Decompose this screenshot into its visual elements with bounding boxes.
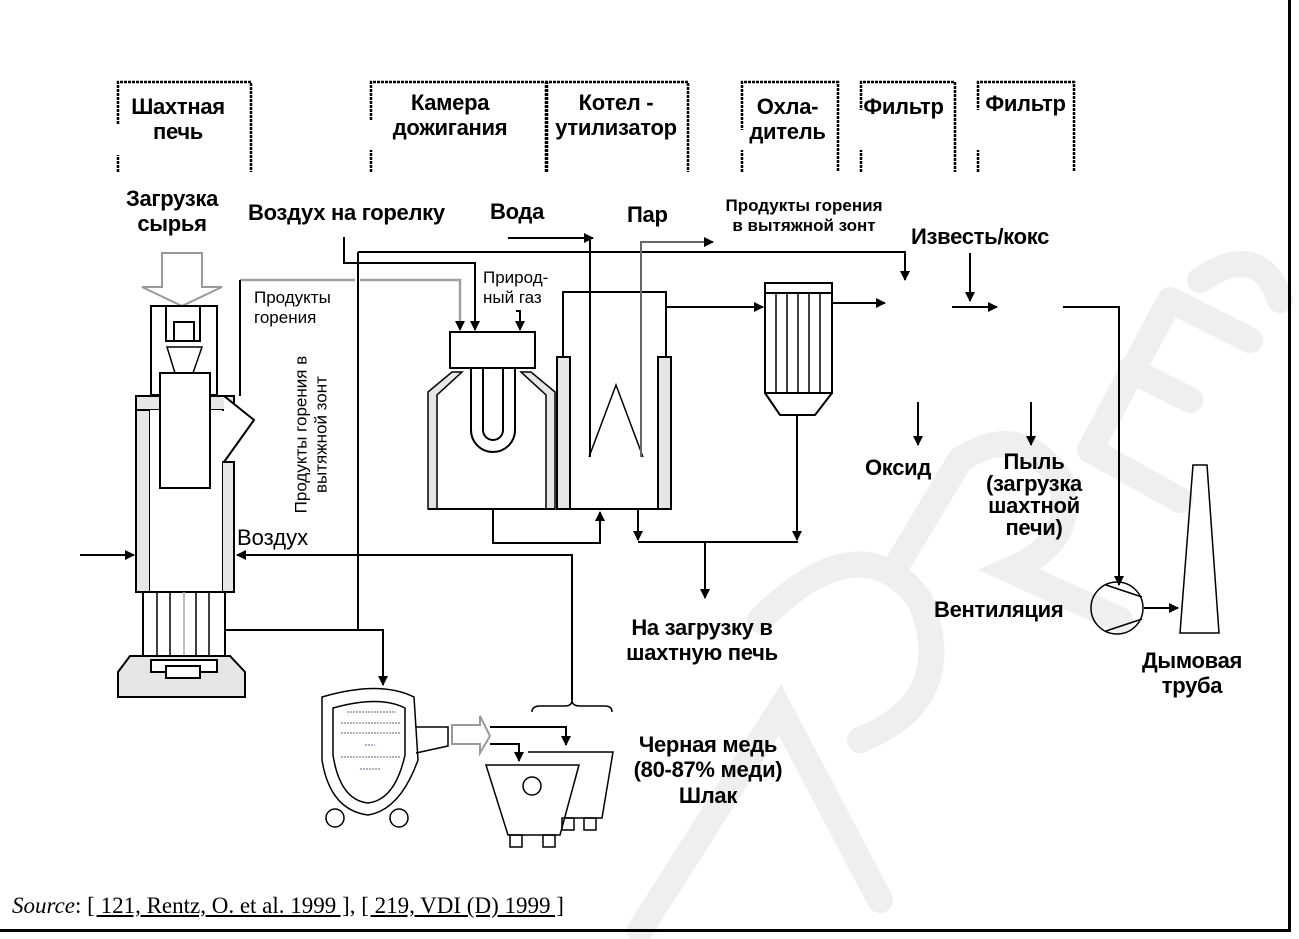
pour-arrow-icon [451, 715, 492, 757]
label-steam: Пар [627, 202, 668, 227]
section-label-filter-1: Фильтр [863, 94, 944, 119]
source-prefix: Source [12, 893, 76, 918]
section-label-shaft-furnace: Шахтная печь [131, 94, 225, 145]
label-water: Вода [490, 199, 545, 224]
source-citation: Source: [ 121, Rentz, O. et al. 1999 ], … [12, 893, 564, 918]
fan-icon [1090, 581, 1144, 635]
label-natural-gas: Природ- ный газ [483, 268, 549, 307]
label-air: Воздух [237, 525, 309, 550]
label-combustion-to-hood-vertical: Продукты горения в вытяжной зонт [291, 355, 330, 514]
source-ref-link[interactable]: [ 219, VDI (D) 1999 ] [361, 893, 564, 918]
label-stack: Дымовая труба [1141, 648, 1243, 699]
label-oxide: Оксид [865, 455, 932, 480]
cooler-unit [764, 282, 833, 416]
feed-arrow-icon [141, 252, 223, 308]
label-burner-air: Воздух на горелку [248, 200, 445, 225]
section-label-filter-2: Фильтр [985, 91, 1066, 116]
converter [321, 687, 492, 828]
frame-border-right [1288, 0, 1291, 931]
label-raw-feed: Загрузка сырья [125, 186, 219, 237]
watermark [627, 251, 1293, 939]
label-to-shaft-feed: На загрузку в шахтную печь [626, 615, 778, 666]
flow-lines [80, 233, 1179, 700]
shaft-furnace [117, 252, 256, 698]
label-ventilation: Вентиляция [934, 597, 1064, 622]
frame-border-bottom [0, 929, 1291, 932]
section-label-afterburner: Камера дожигания [392, 90, 508, 141]
label-lime-coke: Известь/кокс [911, 224, 1050, 249]
source-ref-link[interactable]: [ 121, Rentz, O. et al. 1999 ] [87, 893, 350, 918]
stack-icon [1179, 464, 1220, 634]
section-label-waste-heat-boiler: Котел - утилизатор [555, 90, 677, 141]
section-label-cooler: Охла- дитель [749, 94, 826, 145]
afterburner-chamber [427, 331, 556, 510]
waste-heat-boiler [556, 291, 672, 510]
label-combustion-to-hood: Продукты горения в вытяжной зонт [725, 196, 883, 235]
label-combustion-products: Продукты горения [254, 288, 331, 327]
label-dust: Пыль (загрузка шахтной печи) [986, 449, 1082, 540]
label-black-copper-slag: Черная медь (80-87% меди) Шлак [633, 732, 783, 808]
ladles [484, 699, 614, 848]
